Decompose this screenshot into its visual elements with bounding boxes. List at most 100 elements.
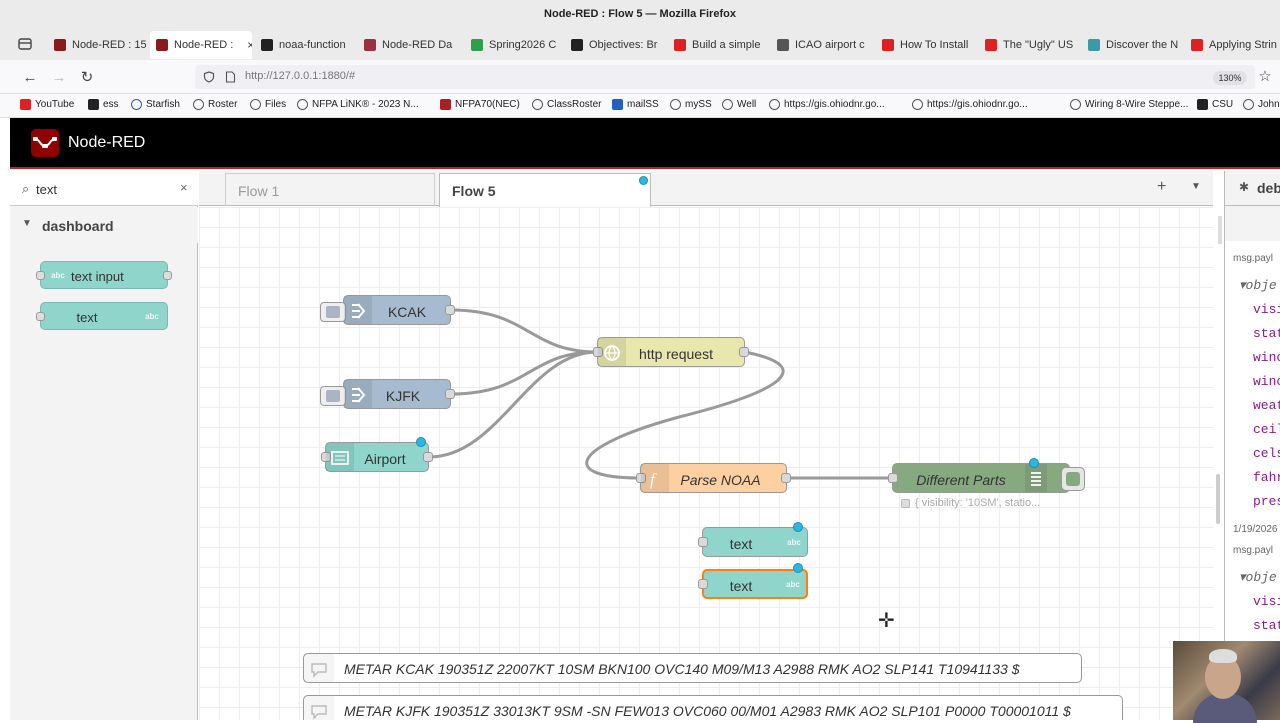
browser-tab[interactable]: The "Ugly" US [979, 31, 1079, 59]
forward-button[interactable]: → [51, 69, 67, 86]
globe-icon [532, 99, 543, 110]
node-palette: ⌕ × ▼ dashboard abc text input text abc [10, 171, 206, 720]
debug-toggle-button[interactable] [1061, 467, 1085, 491]
browser-tab[interactable]: Spring2026 C [465, 31, 563, 59]
bookmark-item[interactable]: John [1243, 99, 1280, 110]
browser-tab[interactable]: Discover the N [1082, 31, 1182, 59]
node-different-parts[interactable]: Different Parts [888, 458, 1085, 493]
browser-tab-label: How To Install [900, 39, 969, 51]
changed-indicator [793, 522, 803, 532]
node-airport[interactable]: Airport [321, 437, 433, 472]
add-flow-button[interactable]: + [1157, 178, 1167, 195]
clear-search-icon[interactable]: × [180, 180, 188, 195]
debug-line: ▾obje [1239, 278, 1277, 293]
bookmark-item[interactable]: Starfish [131, 99, 180, 110]
output-port[interactable] [739, 347, 749, 357]
output-port[interactable] [423, 452, 433, 462]
zoom-indicator[interactable]: 130% [1213, 71, 1247, 85]
workspace-scrollbar[interactable] [1216, 474, 1220, 524]
bookmark-label: ClassRoster [547, 99, 602, 110]
shield-icon[interactable] [203, 71, 215, 83]
tab-flow-1[interactable]: Flow 1 [225, 173, 435, 206]
flow-list-chevron-icon[interactable]: ▼ [1191, 181, 1201, 192]
globe-icon [912, 99, 923, 110]
palette-search-input[interactable] [36, 180, 176, 198]
browser-tab[interactable]: Applying Strin [1185, 31, 1280, 59]
tab-flow-5[interactable]: Flow 5 [439, 173, 651, 207]
bookmark-item[interactable]: Well [722, 99, 756, 110]
output-port[interactable] [445, 305, 455, 315]
bookmark-item[interactable]: https://gis.ohiodnr.go... [912, 99, 1028, 110]
bookmark-label: Starfish [146, 99, 180, 110]
bookmark-item[interactable]: Roster [193, 99, 237, 110]
flow-workspace[interactable]: KCAK KJFK Airport http request f Parse N… [199, 207, 1213, 720]
browser-tab[interactable]: Node-RED Da [358, 31, 462, 59]
browser-tab[interactable]: Node-RED : 15 [48, 31, 146, 59]
bookmark-item[interactable]: Wiring 8-Wire Steppe... [1070, 99, 1188, 110]
debug-message-list[interactable]: msg.payl▾objevisistatwincwincweatceilcel… [1225, 241, 1280, 720]
input-port[interactable] [698, 579, 708, 589]
bookmark-item[interactable]: ess [88, 99, 119, 110]
wire-airport-http [428, 350, 598, 459]
browser-tab[interactable]: ICAO airport c [771, 31, 873, 59]
node-text-2[interactable]: text abc [698, 563, 808, 599]
browser-tab[interactable]: noaa-function [255, 31, 355, 59]
comment-node-kjfk[interactable]: METAR KJFK 190351Z 33013KT 9SM -SN FEW01… [303, 695, 1123, 720]
node-parse-noaa[interactable]: f Parse NOAA [636, 463, 791, 493]
bookmark-star-icon[interactable]: ☆ [1258, 68, 1272, 85]
bookmark-item[interactable]: YouTube [20, 99, 74, 110]
tab-favicon-icon [985, 39, 997, 51]
bookmark-item[interactable]: mailSS [612, 99, 659, 110]
output-port[interactable] [445, 389, 455, 399]
node-kcak[interactable]: KCAK [320, 295, 455, 325]
workspace-scrollbar-top[interactable] [1218, 216, 1222, 244]
bookmark-item[interactable]: https://gis.ohiodnr.go... [769, 99, 885, 110]
back-button[interactable]: ← [22, 69, 38, 86]
changed-indicator [639, 176, 648, 185]
inject-button[interactable] [320, 302, 346, 322]
address-bar[interactable]: http://127.0.0.1:1880/# [195, 65, 1255, 89]
bookmark-favicon-icon [440, 99, 451, 110]
input-port[interactable] [888, 473, 898, 483]
input-port[interactable] [636, 473, 646, 483]
list-all-tabs-icon[interactable] [14, 36, 36, 52]
browser-tab-label: Node-RED : [174, 39, 234, 51]
bookmark-item[interactable]: NFPA70(NEC) [440, 99, 520, 110]
bookmark-item[interactable]: ClassRoster [532, 99, 601, 110]
debug-line: winc [1253, 374, 1280, 389]
input-port[interactable] [321, 452, 331, 462]
input-port[interactable] [698, 537, 708, 547]
sidebar-tab-debug[interactable]: ✱ deb [1225, 171, 1280, 206]
browser-tab[interactable]: Build a simple [668, 31, 768, 59]
globe-icon [598, 338, 626, 366]
node-text-1[interactable]: text abc [698, 522, 808, 557]
bookmark-item[interactable]: NFPA LiNK® - 2023 N... [297, 99, 419, 110]
browser-tab-label: ICAO airport c [795, 39, 865, 51]
bookmark-item[interactable]: Files [250, 99, 286, 110]
palette-node-text-input[interactable]: abc text input [36, 261, 172, 289]
node-kjfk[interactable]: KJFK [320, 379, 455, 409]
bookmark-item[interactable]: CSU [1197, 99, 1233, 110]
output-port[interactable] [781, 473, 791, 483]
bookmark-label: https://gis.ohiodnr.go... [784, 99, 885, 110]
palette-node-text[interactable]: text abc [36, 302, 168, 330]
node-status: { visibility: '10SM', statio... [901, 497, 1040, 509]
browser-tab[interactable]: Node-RED : × [150, 31, 252, 59]
inject-button[interactable] [320, 386, 346, 406]
browser-tab[interactable]: Objectives: Br [565, 31, 665, 59]
close-tab-icon[interactable]: × [247, 38, 252, 52]
bookmark-item[interactable]: mySS [670, 99, 712, 110]
palette-category-dashboard[interactable]: ▼ dashboard [10, 207, 198, 243]
page-icon[interactable] [225, 71, 236, 83]
url-text[interactable]: http://127.0.0.1:1880/# [245, 70, 356, 82]
bookmark-label: https://gis.ohiodnr.go... [927, 99, 1028, 110]
browser-tab[interactable]: How To Install [876, 31, 976, 59]
comment-node-kcak[interactable]: METAR KCAK 190351Z 22007KT 10SM BKN100 O… [303, 653, 1082, 683]
nodered-header: Node-RED [10, 118, 1280, 169]
bookmark-label: NFPA LiNK® - 2023 N... [312, 99, 419, 110]
reload-button[interactable]: ↻ [80, 69, 94, 86]
tab-favicon-icon [777, 39, 789, 51]
node-http-request[interactable]: http request [593, 337, 749, 367]
input-port[interactable] [593, 347, 603, 357]
tab-favicon-icon [882, 39, 894, 51]
